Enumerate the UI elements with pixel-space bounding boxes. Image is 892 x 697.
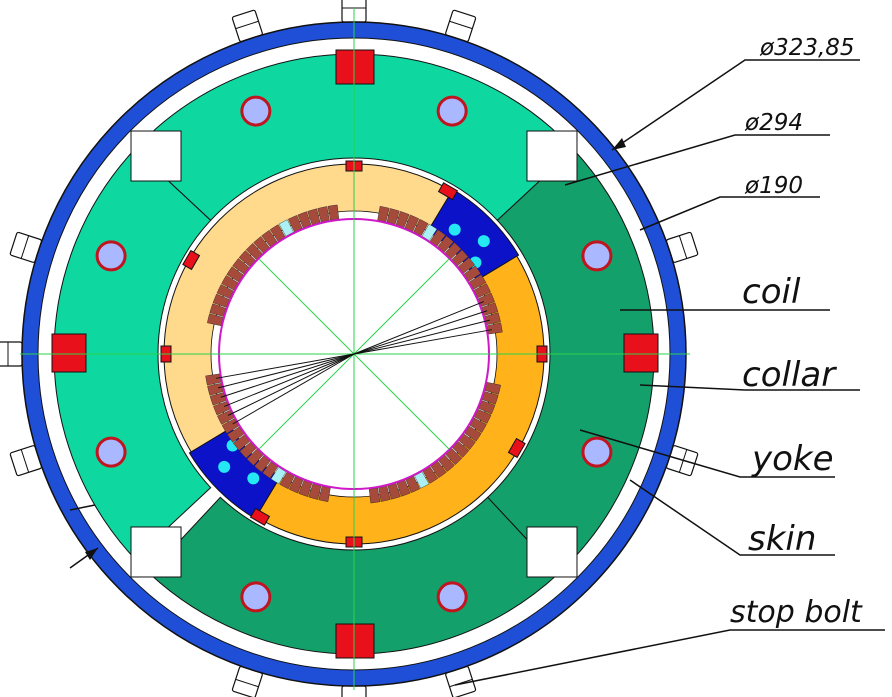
stop-bolt: [445, 9, 477, 43]
angle-ray: [353, 319, 490, 355]
stop-block-bottom: [335, 623, 375, 659]
label-d-skin-outer: ø323,85: [759, 35, 855, 61]
yoke-pin: [436, 581, 468, 613]
yoke-pin: [95, 240, 127, 272]
angle-ray: [227, 353, 355, 416]
label-skin: skin: [748, 519, 816, 559]
stop-bolt: [231, 9, 263, 43]
label-d-collar: ø190: [744, 173, 803, 199]
yoke-notch: [130, 130, 182, 182]
collar-dowel: [448, 223, 461, 236]
angle-ray: [216, 353, 355, 379]
yoke-notch: [526, 526, 578, 578]
label-stop-bolt: stop bolt: [730, 595, 863, 630]
angle-ray: [353, 310, 488, 355]
stop-bolt-line: [20, 449, 30, 473]
yoke-pin: [240, 95, 272, 127]
stop-bolt-head: [0, 341, 23, 367]
angle-ray: [353, 301, 484, 355]
label-d-yoke: ø294: [744, 110, 803, 136]
angle-ray: [218, 353, 355, 389]
yoke-pin: [581, 436, 613, 468]
stop-bolt-line: [20, 235, 30, 259]
collar-key: [507, 437, 526, 459]
yoke-pins: [95, 95, 613, 613]
leader-lines: [69, 59, 885, 686]
yoke-notch: [130, 526, 182, 578]
angle-ray: [353, 329, 492, 355]
yoke-pin: [240, 581, 272, 613]
angle-ray: [232, 353, 355, 425]
stop-blocks: [51, 49, 659, 659]
angle-ray: [224, 353, 355, 407]
leader-arrows: [85, 138, 626, 560]
collar-key: [437, 182, 459, 201]
collar-dowel: [218, 460, 231, 473]
stop-bolt-line: [235, 678, 259, 688]
collar-key: [182, 249, 201, 271]
yoke-pin: [581, 240, 613, 272]
stop-block-top: [335, 49, 375, 85]
stop-bolt-line: [235, 20, 259, 30]
yoke-pin: [95, 436, 127, 468]
stop-block-left: [51, 333, 87, 373]
stop-bolt: [665, 231, 699, 263]
stop-bolts: [0, 0, 699, 697]
label-coil: coil: [742, 272, 801, 312]
collar-key: [249, 507, 271, 526]
stop-bolt-line: [449, 20, 473, 30]
angle-ray: [220, 353, 355, 398]
label-yoke: yoke: [751, 439, 834, 479]
collar-dowel: [247, 472, 260, 485]
stop-bolt-line: [678, 235, 688, 259]
stop-bolt: [0, 341, 23, 367]
collar-dowel: [477, 235, 490, 248]
label-collar: collar: [742, 355, 837, 395]
stop-block-right: [623, 333, 659, 373]
yoke-notch: [526, 130, 578, 182]
angle-rays: [216, 301, 492, 425]
yoke-pin: [436, 95, 468, 127]
